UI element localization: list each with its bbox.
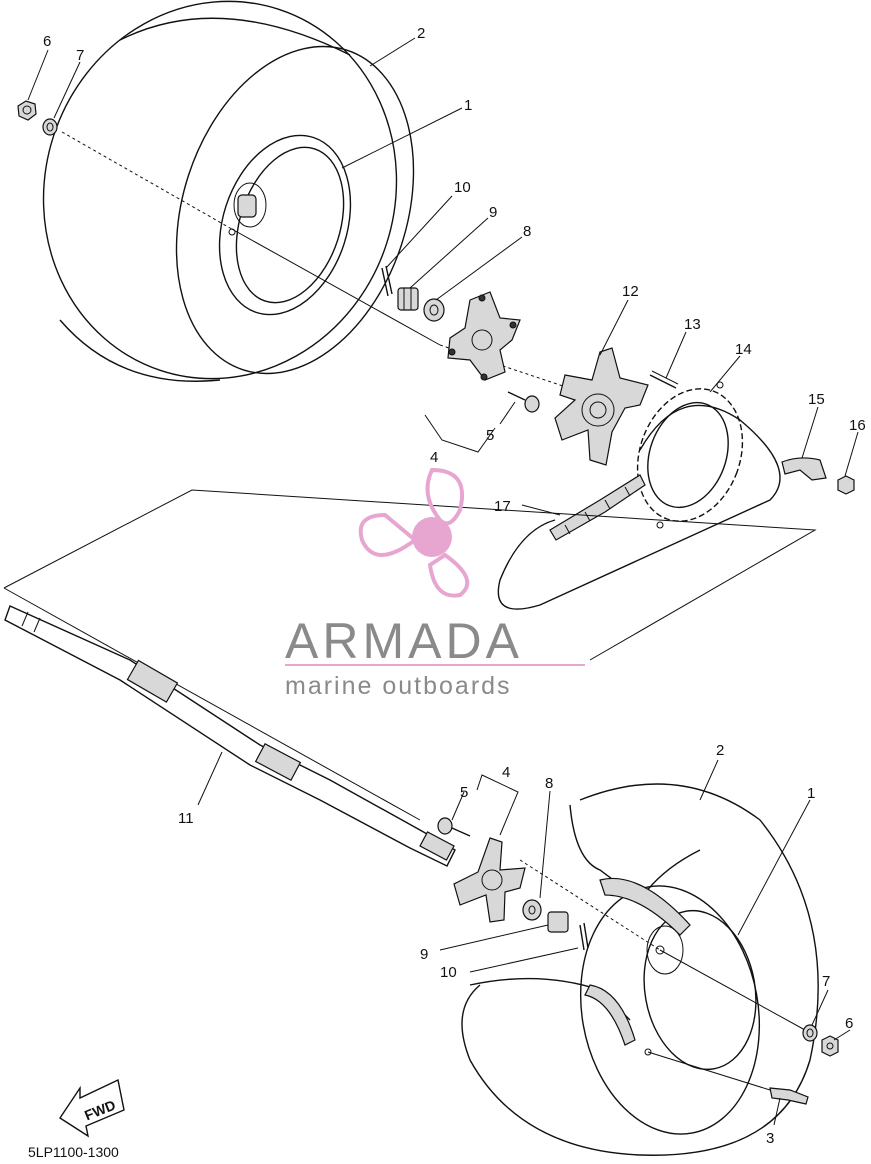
axis-line [61, 131, 231, 229]
callout-12: 12 [622, 283, 639, 300]
drive-chain [549, 474, 646, 541]
callout-numbers: 6 7 2 1 10 9 8 12 13 14 15 16 5 4 17 11 … [43, 25, 866, 1147]
washer-upper-left [42, 118, 58, 136]
axle-box-outline [3, 489, 817, 661]
chain-guard-bracket [781, 457, 827, 481]
lower-hub [453, 837, 526, 923]
watermark-brand: ARMADA [285, 613, 523, 669]
callout-10-lower: 10 [440, 964, 457, 981]
bolt-lower [437, 817, 471, 837]
chain-loop-outline [497, 404, 781, 610]
callout-17: 17 [494, 498, 511, 515]
callout-1: 1 [464, 97, 472, 114]
axis-line [659, 949, 806, 1031]
sprocket-hub [554, 347, 649, 466]
callout-5: 5 [486, 427, 494, 444]
cotter-pin-lower [579, 922, 589, 951]
washer-upper-right [423, 298, 445, 322]
callout-10: 10 [454, 179, 471, 196]
hub-upper [447, 291, 521, 381]
leader-lines [27, 37, 859, 1126]
callout-5-lower: 5 [460, 784, 468, 801]
upper-rim [218, 134, 352, 316]
callout-6: 6 [43, 33, 51, 50]
lower-rim [584, 877, 691, 1056]
axis-line [647, 1051, 771, 1091]
armada-watermark: ARMADA marine outboards [285, 467, 585, 700]
watermark-tagline: marine outboards [285, 672, 512, 700]
callout-6-lower: 6 [845, 1015, 853, 1032]
stud-bolt [649, 370, 679, 389]
valve-stem [769, 1087, 809, 1105]
callout-8: 8 [523, 223, 531, 240]
callout-13: 13 [684, 316, 701, 333]
callout-4: 4 [430, 449, 438, 466]
castle-nut-upper [397, 287, 419, 311]
callout-15: 15 [808, 391, 825, 408]
callout-8-lower: 8 [545, 775, 553, 792]
axle-box-outline [3, 587, 421, 821]
nut-16 [837, 475, 855, 495]
callout-3: 3 [766, 1130, 774, 1147]
nut-lower-left [821, 1035, 839, 1057]
bolt-upper [507, 391, 540, 413]
sprocket [636, 381, 744, 529]
upper-tire [42, 0, 415, 382]
callout-16: 16 [849, 417, 866, 434]
callout-11: 11 [178, 810, 194, 827]
callout-14: 14 [735, 341, 752, 358]
callout-2: 2 [417, 25, 425, 42]
callout-4-lower: 4 [502, 764, 510, 781]
callout-7-lower: 7 [822, 973, 830, 990]
bracket-4-lower [476, 774, 519, 836]
nut-upper-left [17, 100, 37, 121]
lower-tire [461, 783, 819, 1156]
washer-lower-left [802, 1024, 818, 1042]
callout-9-lower: 9 [420, 946, 428, 963]
axis-line [519, 859, 661, 951]
rear-axle [4, 605, 456, 867]
diagram-code: 5LP1100-1300 [28, 1144, 119, 1159]
fwd-arrow: FWD [59, 1078, 125, 1138]
callout-9: 9 [489, 204, 497, 221]
propeller-logo [358, 467, 470, 598]
callout-7: 7 [76, 47, 84, 64]
washer-lower-right [522, 899, 542, 921]
axis-line [229, 227, 441, 346]
callout-1-lower: 1 [807, 785, 815, 802]
callout-2-lower: 2 [716, 742, 724, 759]
castle-nut-lower [547, 911, 569, 933]
cotter-pin-upper [381, 265, 393, 297]
bracket-4-upper [424, 414, 496, 453]
